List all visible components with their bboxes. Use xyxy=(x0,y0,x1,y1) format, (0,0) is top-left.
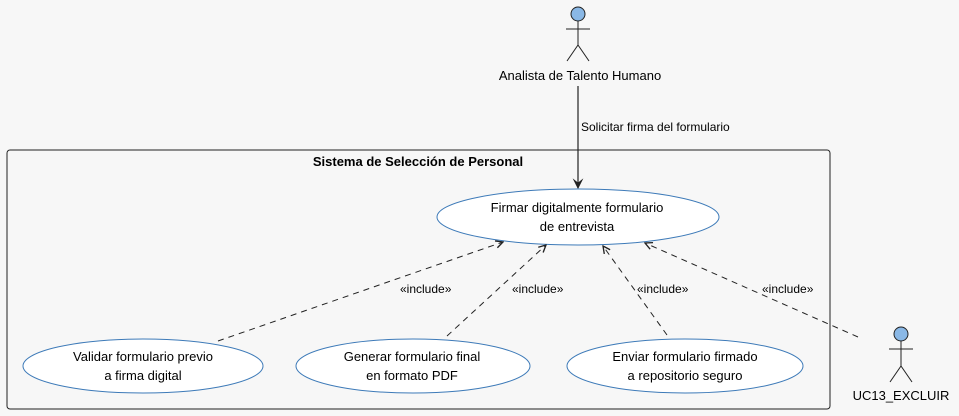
usecase-enviar[interactable]: Enviar formulario firmado a repositorio … xyxy=(566,338,804,394)
actor-analista-head xyxy=(570,6,586,22)
usecase-firmar[interactable]: Firmar digitalmente formulario de entrev… xyxy=(436,188,720,246)
include-generar-line xyxy=(446,245,546,337)
usecase-generar-line2: en formato PDF xyxy=(366,368,458,383)
usecase-firmar-line1: Firmar digitalmente formulario xyxy=(491,200,664,215)
actor-analista-label: Analista de Talento Humano xyxy=(499,68,661,83)
association-label: Solicitar firma del formulario xyxy=(581,120,730,134)
include-generar-label: «include» xyxy=(512,282,564,296)
usecase-firmar-line2: de entrevista xyxy=(540,219,615,234)
usecase-generar[interactable]: Generar formulario final en formato PDF xyxy=(295,338,531,394)
include-validar-line xyxy=(217,242,503,342)
usecase-validar-line1: Validar formulario previo xyxy=(73,349,213,364)
system-title: Sistema de Selección de Personal xyxy=(313,154,523,169)
actor-uc13-label: UC13_EXCLUIR xyxy=(853,388,950,403)
system-boundary xyxy=(6,149,831,410)
usecase-enviar-line2: a repositorio seguro xyxy=(628,368,743,383)
include-excluir-line xyxy=(645,243,859,338)
actor-uc13-head xyxy=(893,326,909,342)
actor-uc13-excluir[interactable] xyxy=(889,326,913,383)
include-enviar-line xyxy=(603,246,668,336)
include-validar-label: «include» xyxy=(400,282,452,296)
usecase-enviar-line1: Enviar formulario firmado xyxy=(612,349,757,364)
actor-analista[interactable] xyxy=(566,6,590,62)
include-excluir-label: «include» xyxy=(762,282,814,296)
usecase-validar[interactable]: Validar formulario previo a firma digita… xyxy=(22,338,264,394)
include-enviar-label: «include» xyxy=(637,282,689,296)
usecase-validar-line2: a firma digital xyxy=(104,368,181,383)
usecase-generar-line1: Generar formulario final xyxy=(344,349,481,364)
